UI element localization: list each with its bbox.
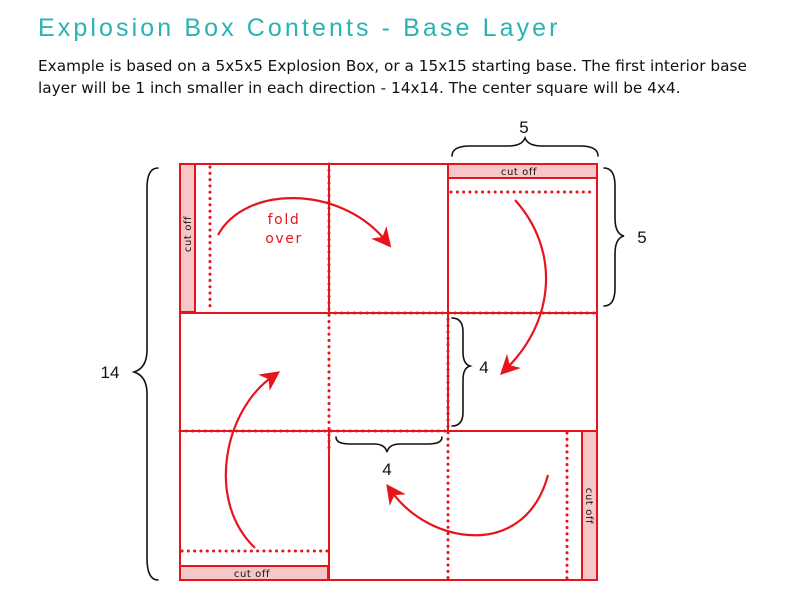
cut-off-label-bottom: cut off	[234, 569, 270, 580]
dimension-center-height: 4	[479, 358, 488, 377]
fold-over-label-line1: fold	[268, 212, 301, 228]
brace-left	[131, 167, 159, 581]
brace-center-right	[451, 317, 473, 427]
brace-center-bottom	[335, 436, 443, 453]
intro-paragraph: Example is based on a 5x5x5 Explosion Bo…	[38, 57, 747, 97]
cut-off-label-left: cut off	[183, 216, 194, 252]
fold-arrows	[217, 197, 550, 549]
cut-off-label-right: cut off	[583, 488, 594, 524]
page-title: Explosion Box Contents - Base Layer	[38, 14, 561, 42]
fold-over-label-line2: over	[265, 231, 303, 247]
dimension-right-flap-height: 5	[637, 228, 646, 247]
fold-arrow-bottom-left	[224, 371, 281, 549]
brace-right	[603, 167, 625, 307]
dimension-top-flap-width: 5	[519, 118, 528, 137]
dimension-center-width: 4	[382, 460, 391, 479]
dimension-braces	[131, 135, 625, 581]
dimension-overall-size: 14	[101, 363, 120, 382]
cut-off-label-top: cut off	[501, 167, 537, 178]
brace-top	[451, 135, 599, 157]
fold-arrow-bottom-right	[386, 474, 550, 537]
fold-lines-dotted	[178, 162, 597, 580]
fold-arrow-top-left	[217, 197, 392, 248]
fold-arrow-top-right	[500, 199, 548, 376]
